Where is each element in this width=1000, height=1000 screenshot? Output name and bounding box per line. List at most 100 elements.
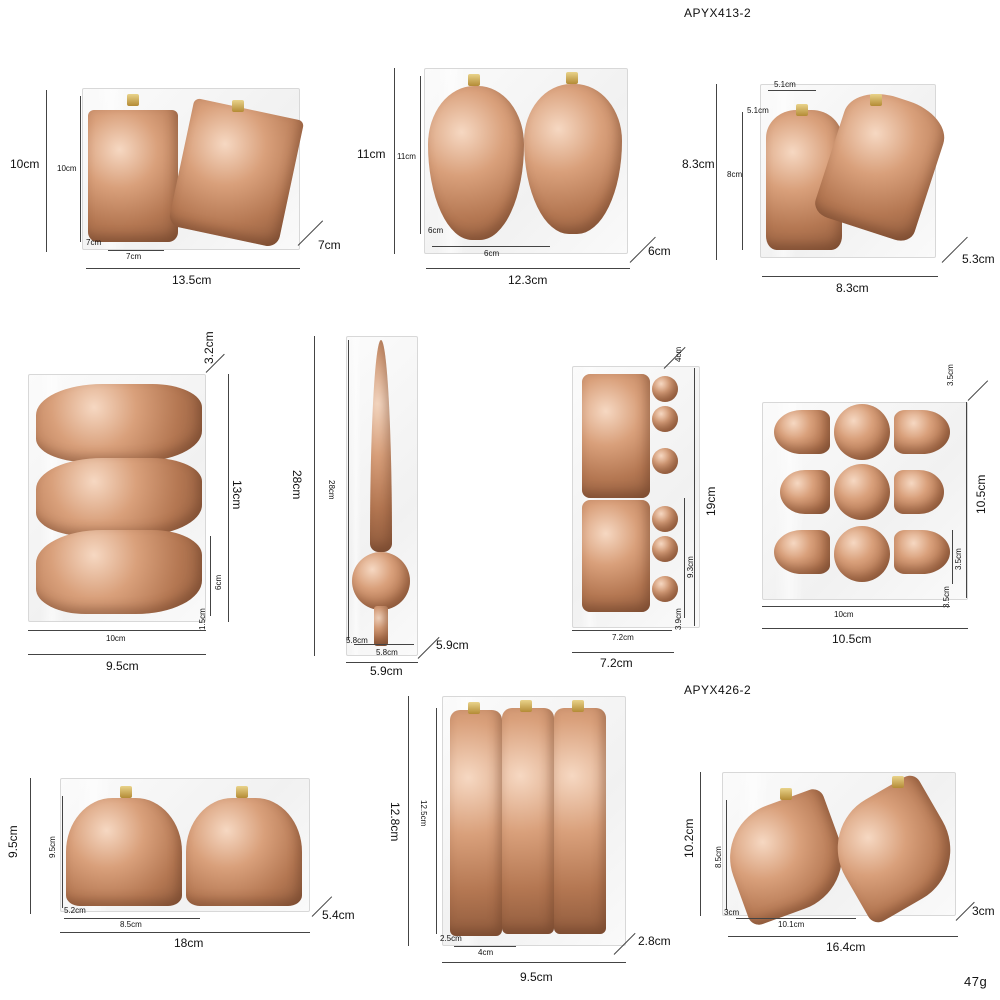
bell-height: 8.3cm — [682, 157, 715, 171]
train-ornament — [582, 500, 650, 612]
crown-inner-width: 8.5cm — [120, 920, 142, 929]
crown-width: 18cm — [174, 936, 204, 950]
nutcracker-panel: 12.8cm 12.5cm 2.5cm 4cm 2.8cm 9.5cm — [380, 690, 700, 1000]
product-code-middle: APYX426-2 — [684, 683, 752, 697]
gift-box-inner-height: 10cm — [57, 164, 77, 173]
leaf-inner-height: 8.5cm — [714, 846, 723, 868]
ornament-cap-icon — [520, 700, 532, 712]
candy-inner-height: 3.5cm — [954, 548, 963, 570]
acorn-width: 12.3cm — [508, 273, 548, 287]
candy-panel: 3.5cm 10.5cm 3.5cm 3.5cm 10cm 10.5cm — [740, 320, 1000, 680]
tree-topper-inner-side: 5.8cm — [346, 636, 368, 645]
train-wheel — [652, 448, 678, 474]
ornament-cap-icon — [468, 74, 480, 86]
bell-inner-height: 8cm — [727, 170, 743, 179]
gift-box-ornament — [88, 110, 178, 242]
tree-topper-ball — [352, 552, 410, 610]
train-panel: 4cm 19cm 9.3cm 3.9cm 7.2cm 7.2cm — [540, 320, 740, 680]
train-wheel — [652, 576, 678, 602]
candy-ornament — [834, 404, 890, 460]
gift-box-inner-width: 7cm — [126, 252, 142, 261]
bell-panel: 8.3cm 8cm 5.1cm 5.1cm 5.3cm 8.3cm — [680, 0, 1000, 300]
crown-ornament — [66, 798, 182, 906]
acorn-height: 11cm — [357, 147, 386, 161]
nutcracker-inner-width: 4cm — [478, 948, 494, 957]
leaf-panel: 10.2cm 8.5cm 3cm 10.1cm 3cm 16.4cm — [680, 700, 1000, 1000]
crown-ornament — [186, 798, 302, 906]
tree-topper-width: 5.9cm — [370, 664, 403, 678]
ornament-cap-icon — [892, 776, 904, 788]
crown-height: 9.5cm — [6, 825, 20, 858]
acorn-inner-width: 6cm — [484, 249, 500, 258]
acorn-depth: 6cm — [648, 244, 671, 258]
ornament-cap-icon — [236, 786, 248, 798]
train-ornament — [582, 374, 650, 498]
gift-box-width: 13.5cm — [172, 273, 212, 287]
reindeer-inner-width: 10cm — [106, 634, 126, 643]
crown-panel: 9.5cm 9.5cm 5.2cm 8.5cm 5.4cm 18cm — [0, 700, 355, 1000]
bell-top-width: 5.1cm — [774, 80, 796, 89]
ornament-cap-icon — [468, 702, 480, 714]
reindeer-inner-depth: 1.5cm — [198, 608, 207, 630]
train-wheel — [652, 406, 678, 432]
nutcracker-depth: 2.8cm — [638, 934, 671, 948]
reindeer-ornament — [36, 530, 202, 614]
reindeer-width: 9.5cm — [106, 659, 139, 673]
reindeer-panel: 3.2cm 13cm 6cm 1.5cm 10cm 9.5cm — [0, 320, 260, 680]
leaf-depth: 3cm — [972, 904, 995, 918]
nutcracker-ornament — [554, 708, 606, 934]
nutcracker-inner-depth: 2.5cm — [440, 934, 462, 943]
product-code-top: APYX413-2 — [684, 6, 752, 20]
bell-depth: 5.3cm — [962, 252, 995, 266]
candy-inner-depth: 3.5cm — [942, 586, 951, 608]
gift-box-panel: 10cm 10cm 7cm 7cm 7cm 13.5cm — [0, 0, 341, 300]
gift-box-height: 10cm — [10, 157, 40, 171]
candy-ornament — [834, 526, 890, 582]
reindeer-depth: 3.2cm — [202, 331, 216, 364]
tree-topper-spike — [370, 340, 392, 552]
candy-inner-width: 10cm — [834, 610, 854, 619]
candy-width: 10.5cm — [832, 632, 872, 646]
candy-wrapper — [894, 530, 950, 574]
train-width: 7.2cm — [600, 656, 633, 670]
train-wheel — [652, 506, 678, 532]
train-depth: 4cm — [674, 346, 683, 362]
candy-wrapper — [774, 410, 830, 454]
candy-wrapper — [780, 470, 830, 514]
reindeer-ornament — [36, 458, 202, 536]
ornament-cap-icon — [870, 94, 882, 106]
gift-box-depth: 7cm — [318, 238, 341, 252]
tree-topper-inner-width: 5.8cm — [376, 648, 398, 657]
acorn-panel: 11cm 11cm 6cm 6cm 6cm 12.3cm — [340, 0, 671, 300]
candy-wrapper — [774, 530, 830, 574]
ornament-cap-icon — [566, 72, 578, 84]
candy-wrapper — [894, 410, 950, 454]
ornament-cap-icon — [572, 700, 584, 712]
acorn-ornament — [524, 84, 622, 234]
train-wheel — [652, 376, 678, 402]
train-wheel — [652, 536, 678, 562]
nutcracker-ornament — [450, 710, 502, 936]
tree-topper-inner-height: 28cm — [327, 480, 336, 500]
ornament-cap-icon — [232, 100, 244, 112]
candy-ornament — [834, 464, 890, 520]
candy-depth: 3.5cm — [946, 364, 955, 386]
candy-height: 10.5cm — [974, 474, 988, 514]
crown-inner-height: 9.5cm — [48, 836, 57, 858]
leaf-inner-width: 10.1cm — [778, 920, 805, 929]
acorn-inner-height: 11cm — [397, 152, 416, 161]
nutcracker-height: 12.8cm — [388, 802, 402, 842]
acorn-ornament — [428, 86, 524, 240]
tree-topper-base — [374, 606, 388, 646]
bell-top-side: 5.1cm — [747, 106, 769, 115]
train-height: 19cm — [704, 486, 718, 516]
leaf-width: 16.4cm — [826, 940, 866, 954]
ornament-cap-icon — [780, 788, 792, 800]
tree-topper-panel: 28cm 28cm 5.8cm 5.8cm 5.9cm 5.9cm — [290, 320, 490, 680]
train-inner-height: 9.3cm — [686, 556, 695, 578]
reindeer-inner-height: 6cm — [214, 574, 223, 590]
nutcracker-width: 9.5cm — [520, 970, 553, 984]
ornament-cap-icon — [120, 786, 132, 798]
crown-inner-depth: 5.2cm — [64, 906, 86, 915]
bell-width: 8.3cm — [836, 281, 869, 295]
